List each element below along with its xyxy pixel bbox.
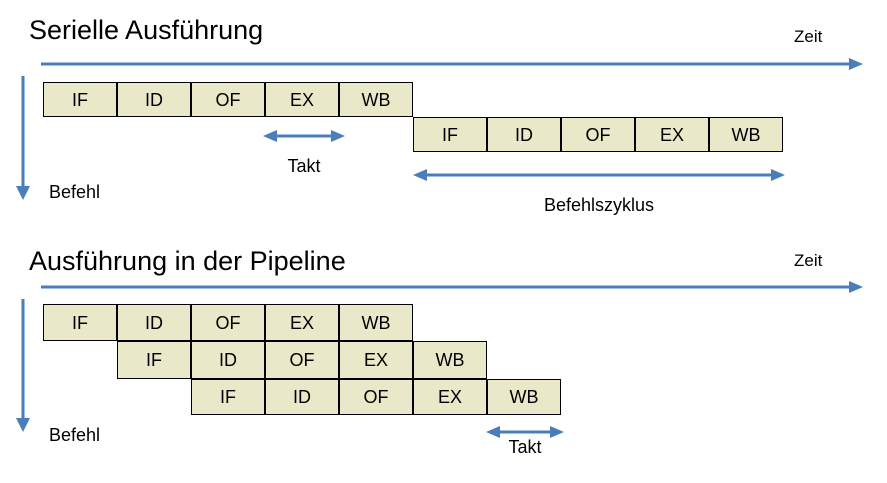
serial-takt-label: Takt [287, 156, 321, 176]
pipeline-section-title: Ausführung in der Pipeline [29, 246, 346, 276]
pipeline-r2-stage-if: IF [117, 341, 191, 379]
serial-section-title: Serielle Ausführung [29, 15, 264, 45]
pipeline-r1-stage-if: IF [43, 304, 117, 341]
serial-r1-stage-wb: WB [339, 82, 413, 117]
serial-instruction-axis-arrow [16, 76, 30, 200]
pipeline-time-axis-arrow [41, 281, 863, 293]
pipeline-r3-stage-of: OF [339, 379, 413, 415]
serial-r1-stage-id: ID [117, 82, 191, 117]
serial-befehlszyklus-measure-arrow [413, 169, 785, 181]
serial-r1-stage-of: OF [191, 82, 265, 117]
pipeline-instruction-axis-arrow [16, 299, 30, 432]
pipeline-r2-stage-wb: WB [413, 341, 487, 379]
serial-r1-stage-ex: EX [265, 82, 339, 117]
serial-r2-stage-ex: EX [635, 117, 709, 152]
pipeline-time-axis-label: Zeit [794, 251, 823, 270]
serial-r2-stage-if: IF [413, 117, 487, 152]
serial-r2-stage-of: OF [561, 117, 635, 152]
pipeline-r1-stage-wb: WB [339, 304, 413, 341]
pipeline-r3-stage-id: ID [265, 379, 339, 415]
serial-befehlszyklus-label: Befehlszyklus [543, 195, 655, 215]
serial-r1-stage-if: IF [43, 82, 117, 117]
serial-r2-stage-id: ID [487, 117, 561, 152]
pipeline-r2-stage-ex: EX [339, 341, 413, 379]
pipeline-instruction-axis-label: Befehl [49, 425, 101, 445]
pipeline-r3-stage-ex: EX [413, 379, 487, 415]
pipeline-takt-measure-arrow [486, 426, 564, 438]
pipeline-r1-stage-ex: EX [265, 304, 339, 341]
serial-takt-measure-arrow [263, 130, 345, 142]
pipeline-r3-stage-wb: WB [487, 379, 561, 415]
pipeline-takt-label: Takt [508, 437, 542, 457]
pipeline-r2-stage-of: OF [265, 341, 339, 379]
serial-time-axis-arrow [41, 58, 863, 70]
serial-time-axis-label: Zeit [794, 27, 823, 46]
serial-instruction-axis-label: Befehl [49, 182, 101, 202]
pipeline-r1-stage-of: OF [191, 304, 265, 341]
pipeline-r1-stage-id: ID [117, 304, 191, 341]
pipeline-r3-stage-if: IF [191, 379, 265, 415]
pipeline-r2-stage-id: ID [191, 341, 265, 379]
serial-r2-stage-wb: WB [709, 117, 783, 152]
